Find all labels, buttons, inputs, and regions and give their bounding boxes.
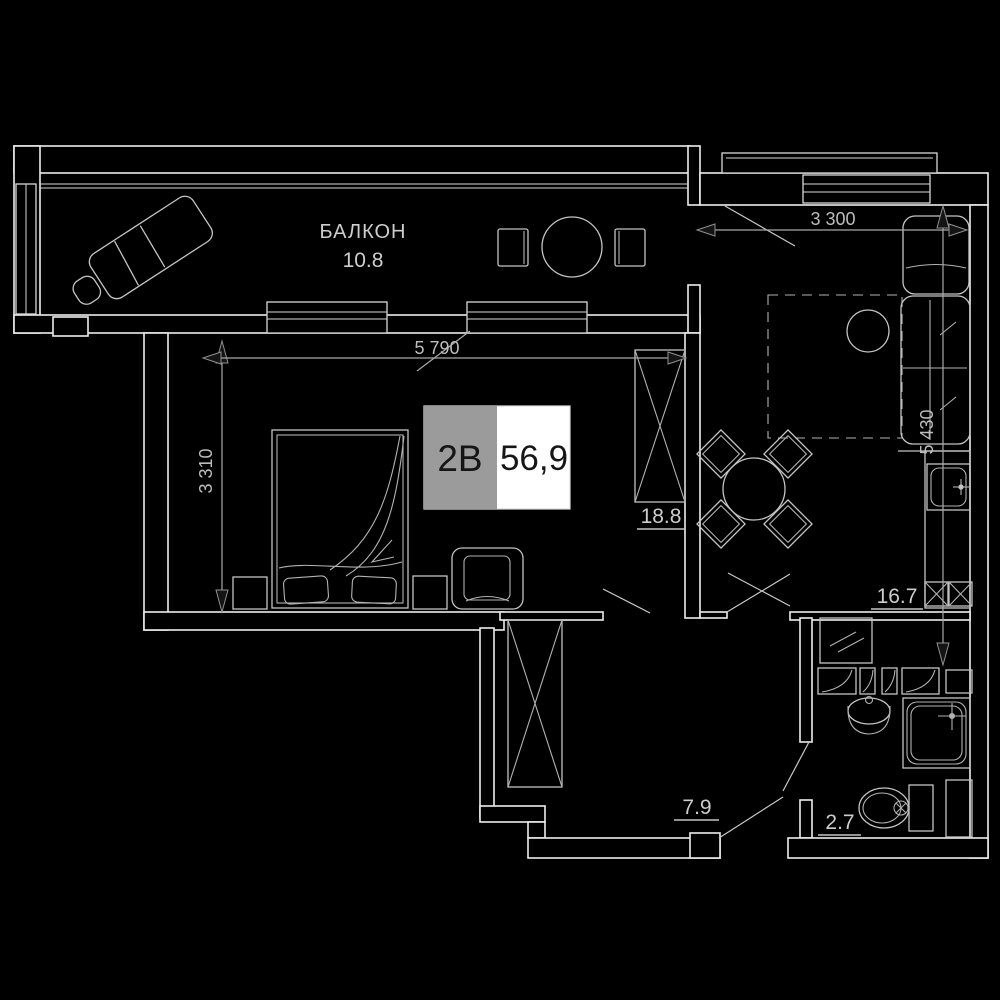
nightstand-icon [232,576,268,610]
hall-left-wall [479,627,495,819]
living-left-wall-top [687,145,701,206]
balcony-pillar [52,316,89,337]
unit-area-label: 56,9 [500,439,568,478]
dim-leader-line [416,330,471,372]
hall-top-wall [499,611,604,621]
living-door-swing-a [727,572,791,607]
bath-left-wall-top [799,617,813,743]
living-width-dim-label: 3 300 [810,209,855,229]
balcony-chair-icon [614,228,646,267]
cabinet-icon [817,667,973,695]
balcony-table-icon [541,216,603,278]
toilet-icon [858,784,934,832]
bedroom-living-divider [684,332,701,619]
bathroom-door-swing [782,741,810,792]
washing-machine-icon [819,617,873,664]
balcony-name-label: БАЛКОН [319,221,406,243]
arrow-down-icon [936,642,950,667]
dining-table-icon [722,457,786,521]
arrow-up-icon [936,204,950,229]
kitchen-living-area-label: 16.7 [877,585,918,608]
kitchen-bottom-wall [789,611,971,621]
bedroom-area-label: 18.8 [641,505,682,528]
entrance-door-swing [718,796,784,839]
entrance-stub [689,832,721,859]
chaise-lounge-icon [72,195,213,305]
living-door-swing-b [726,573,791,613]
shower-icon [902,697,971,769]
carpet-icon [767,294,903,439]
cooktop-icon [924,581,973,607]
living-left-wall-mid [687,284,701,334]
unit-type-label: 2B [437,438,482,479]
arrow-right-icon [667,351,688,365]
dimension-lines [201,204,969,667]
windows [15,152,938,334]
bedroom-width-dim-label: 5 790 [414,338,459,358]
bath-sink-icon [847,695,891,735]
bedroom-door-swing [602,588,651,614]
armchair-icon [451,547,524,610]
arrow-left-icon [695,223,716,237]
bed-icon [271,429,409,609]
dining-chair-icon [696,499,746,549]
wardrobe-icon [634,349,686,503]
hall-step-wall-1 [479,805,546,823]
right-wall [969,204,989,859]
arrow-left-icon [201,351,222,365]
bathroom-area-label: 2.7 [825,811,854,834]
balcony-chair-icon [497,228,529,267]
door-swings [602,205,810,839]
bottom-wall-right [787,837,989,859]
dining-chair-icon [696,429,746,479]
pillow-icon [351,575,397,605]
balcony-door-swing [724,205,796,247]
kitchen-sink-icon [926,463,971,511]
bath-left-wall-bottom [799,799,813,839]
hall-step-wall-2 [527,821,546,839]
bedroom-depth-dim-label: 3 310 [196,448,216,493]
bedroom-left-wall [143,332,169,631]
duct-shaft [945,779,973,838]
bedroom-window-1 [266,301,388,334]
kitchen-counter-icon [898,450,971,609]
hallway-area-label: 7.9 [682,796,711,819]
plant-icon [846,309,890,353]
dining-chair-icon [763,429,813,479]
bedroom-bottom-wall [143,611,505,631]
dining-chair-icon [763,499,813,549]
balcony-top-wall [13,145,691,174]
nightstand-icon [412,575,448,610]
arrow-down-icon [215,589,229,614]
living-bottom-stub [699,611,728,619]
living-window [802,174,931,204]
french-balcony-ledge [721,152,938,174]
balcony-area-label: 10.8 [343,249,384,272]
bedroom-window-2 [466,301,588,334]
unit-badge: 2B 56,9 [423,405,571,510]
hall-wardrobe-icon [507,619,563,788]
pillow-icon [283,575,329,605]
arrow-right-icon [948,223,969,237]
living-depth-dim-label: 5 430 [917,409,937,454]
